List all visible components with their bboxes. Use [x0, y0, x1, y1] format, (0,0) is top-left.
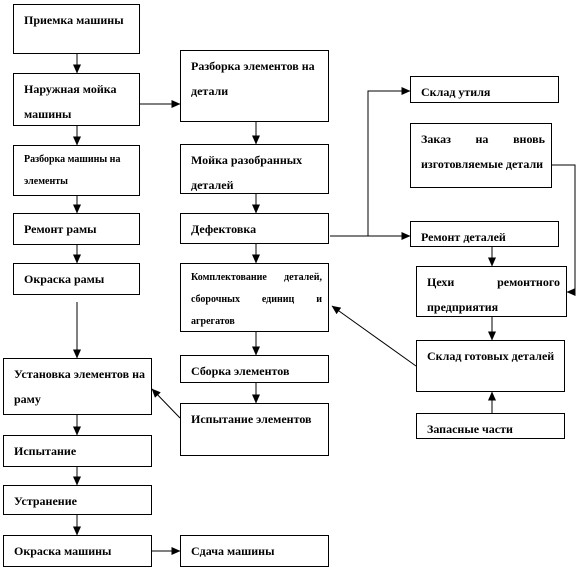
- box-okraska-mash: Окраска машины: [3, 535, 152, 567]
- box-priemka: Приемка машины: [13, 4, 140, 54]
- box-label: Сдача машины: [191, 544, 275, 558]
- box-label: Испытание элементов: [191, 412, 312, 426]
- box-label: Испытание: [14, 444, 77, 458]
- box-label: Установка элементов на раму: [14, 367, 145, 406]
- arrow-defekt-to-sklad-util: [330, 87, 411, 237]
- arrow-zakaz-to-tsekhi: [552, 164, 576, 296]
- arrow-sklad-got-to-komplekt: [331, 305, 417, 367]
- box-ispyt: Испытание: [3, 435, 152, 467]
- box-okraska-ramy: Окраска рамы: [13, 263, 140, 295]
- box-sklad-util: Склад утиля: [410, 76, 559, 103]
- box-tsekhi: Цехи ремонтного предприятия: [416, 266, 567, 317]
- box-label: Приемка машины: [24, 13, 124, 27]
- box-label: Разборка элементов на детали: [191, 59, 315, 98]
- box-label: Запасные части: [427, 422, 513, 436]
- box-label: Ремонт деталей: [421, 230, 506, 244]
- box-label: Мойка разобранных деталей: [191, 153, 303, 192]
- box-razbor-mash: Разборка машины на элементы: [13, 145, 140, 196]
- box-ustran: Устранение: [3, 485, 152, 515]
- box-zakaz: Заказ на вновь изготовляемые детали: [410, 123, 552, 188]
- box-label: Сборка элементов: [191, 364, 290, 378]
- arrow-ispyt-el-to-ustanovka: [151, 388, 181, 419]
- box-label: Разборка машины на элементы: [24, 154, 121, 187]
- box-label: Окраска машины: [14, 544, 112, 558]
- box-remont-det: Ремонт деталей: [410, 221, 559, 247]
- box-label: Заказ на вновь изготовляемые детали: [421, 132, 545, 171]
- box-label: Дефектовка: [191, 222, 257, 236]
- box-naruzh: Наружная мойка машины: [13, 73, 140, 126]
- box-label: Склад готовых деталей: [427, 349, 555, 363]
- box-sborka: Сборка элементов: [180, 355, 329, 383]
- box-razbor-el: Разборка элементов на детали: [180, 50, 329, 122]
- box-ustanovka: Установка элементов на раму: [3, 358, 152, 415]
- box-komplekt: Комплектование деталей, сборочных единиц…: [180, 263, 329, 332]
- box-label: Устранение: [14, 494, 77, 508]
- box-label: Окраска рамы: [24, 272, 105, 286]
- box-defekt: Дефектовка: [180, 213, 329, 244]
- box-zapchasti: Запасные части: [416, 413, 565, 439]
- box-label: Наружная мойка машины: [24, 82, 117, 121]
- box-label: Цехи ремонтного предприятия: [427, 275, 560, 314]
- box-remont-ramy: Ремонт рамы: [13, 213, 140, 245]
- box-label: Склад утиля: [421, 85, 491, 99]
- box-label: Комплектование деталей, сборочных единиц…: [191, 272, 322, 327]
- box-sdacha: Сдача машины: [180, 535, 329, 567]
- box-sklad-got: Склад готовых деталей: [416, 340, 565, 392]
- box-moika-det: Мойка разобранных деталей: [180, 144, 329, 194]
- box-ispyt-el: Испытание элементов: [180, 403, 329, 456]
- box-label: Ремонт рамы: [24, 222, 97, 236]
